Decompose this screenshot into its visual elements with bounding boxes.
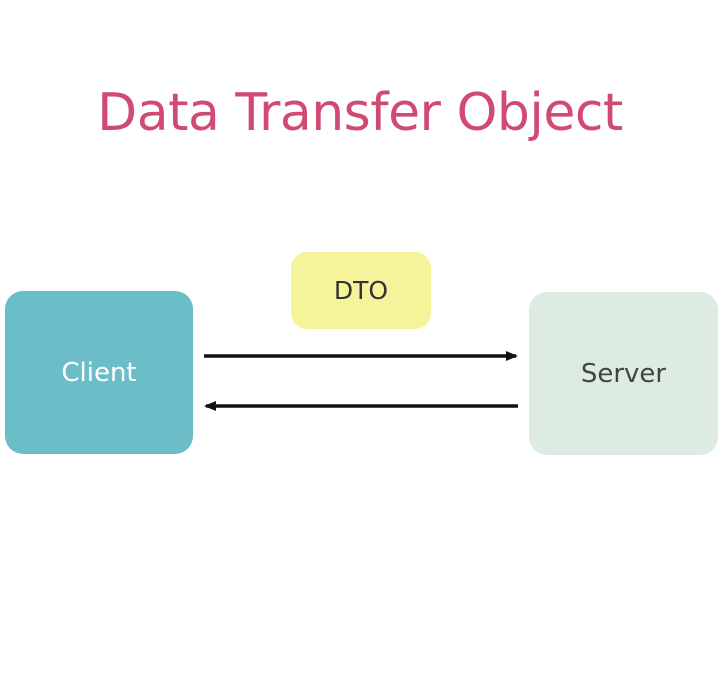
client-label: Client: [61, 357, 137, 388]
server-node: Server: [529, 292, 718, 455]
client-node: Client: [5, 291, 193, 454]
server-label: Server: [580, 358, 667, 389]
dto-node: DTO: [291, 252, 431, 329]
dto-label: DTO: [333, 276, 389, 305]
diagram-title: Data Transfer Object: [97, 83, 623, 143]
